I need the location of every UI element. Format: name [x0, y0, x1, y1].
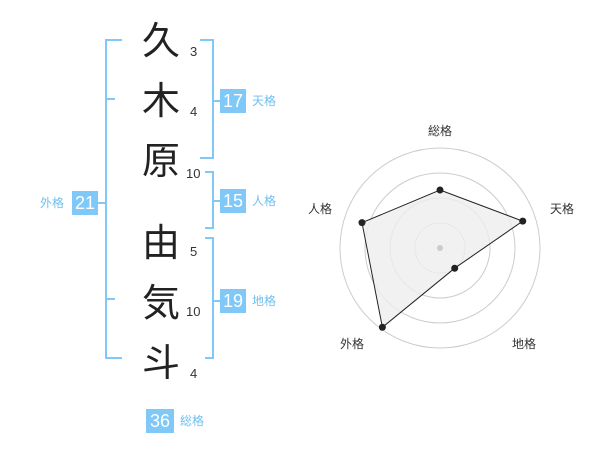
soukaku-label: 総格	[180, 414, 205, 428]
radar-label-chi: 地格	[511, 337, 536, 351]
name-char-4: 由	[141, 221, 180, 265]
gaikaku-label: 外格	[40, 196, 65, 210]
radar-label-gai: 外格	[339, 337, 364, 351]
radar-label-ten: 天格	[549, 202, 574, 216]
tenkaku-bracket	[200, 39, 214, 159]
gaikaku-bracket	[105, 39, 122, 359]
jinkaku-value: 15	[220, 189, 246, 213]
stroke-count-3: 10	[186, 166, 201, 181]
stroke-count-1: 3	[190, 44, 198, 59]
chikaku-value: 19	[220, 289, 246, 313]
stroke-count-2: 4	[190, 104, 198, 119]
radar-label-jin: 人格	[307, 202, 332, 216]
chikaku-bracket	[205, 237, 214, 359]
radar-center-dot	[437, 245, 443, 251]
chikaku-label: 地格	[252, 294, 277, 308]
soukaku-value: 36	[146, 409, 174, 433]
stroke-count-4: 5	[190, 244, 198, 259]
name-char-1: 久	[141, 19, 180, 63]
name-char-5: 気	[141, 281, 180, 325]
gaikaku-value: 21	[72, 191, 98, 215]
radar-polygon	[361, 189, 524, 329]
name-char-6: 斗	[141, 341, 180, 385]
name-char-3: 原	[141, 139, 180, 183]
radar-point-chi	[451, 264, 459, 272]
name-char-2: 木	[141, 79, 180, 123]
stroke-count-5: 10	[186, 304, 201, 319]
radar-point-sou	[436, 186, 444, 194]
radar-label-sou: 総格	[427, 124, 452, 138]
tenkaku-label: 天格	[252, 94, 277, 108]
radar-ring-4	[339, 147, 541, 349]
jinkaku-label: 人格	[252, 194, 277, 208]
stroke-count-6: 4	[190, 366, 198, 381]
tenkaku-value: 17	[220, 89, 246, 113]
radar-point-ten	[519, 217, 527, 225]
radar-point-jin	[358, 219, 366, 227]
radar-point-gai	[378, 323, 386, 331]
radar-ring-3	[364, 172, 516, 324]
